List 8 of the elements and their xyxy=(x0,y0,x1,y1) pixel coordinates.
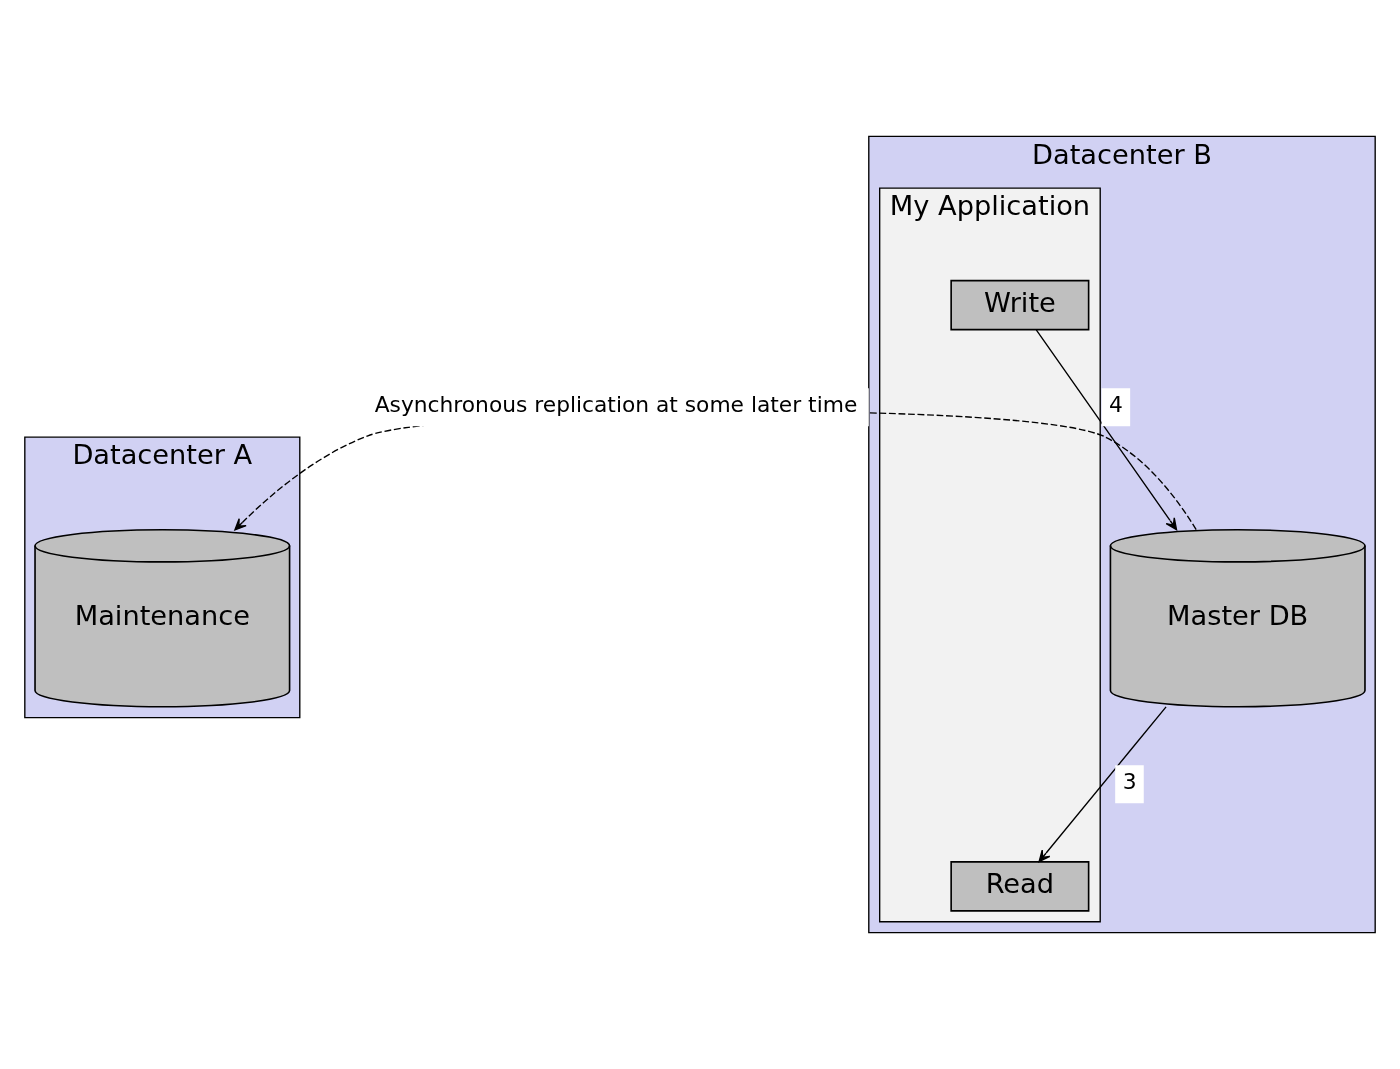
arrow xyxy=(234,410,1197,531)
node-box: Write xyxy=(950,279,1090,331)
edge-label: 3 xyxy=(1122,769,1137,795)
edge-label: Asynchronous replication at some later time xyxy=(374,392,858,418)
edge-label: 4 xyxy=(1109,392,1123,418)
arrow xyxy=(1035,329,1178,531)
arrow xyxy=(1038,706,1167,863)
node-box: Read xyxy=(950,861,1090,912)
